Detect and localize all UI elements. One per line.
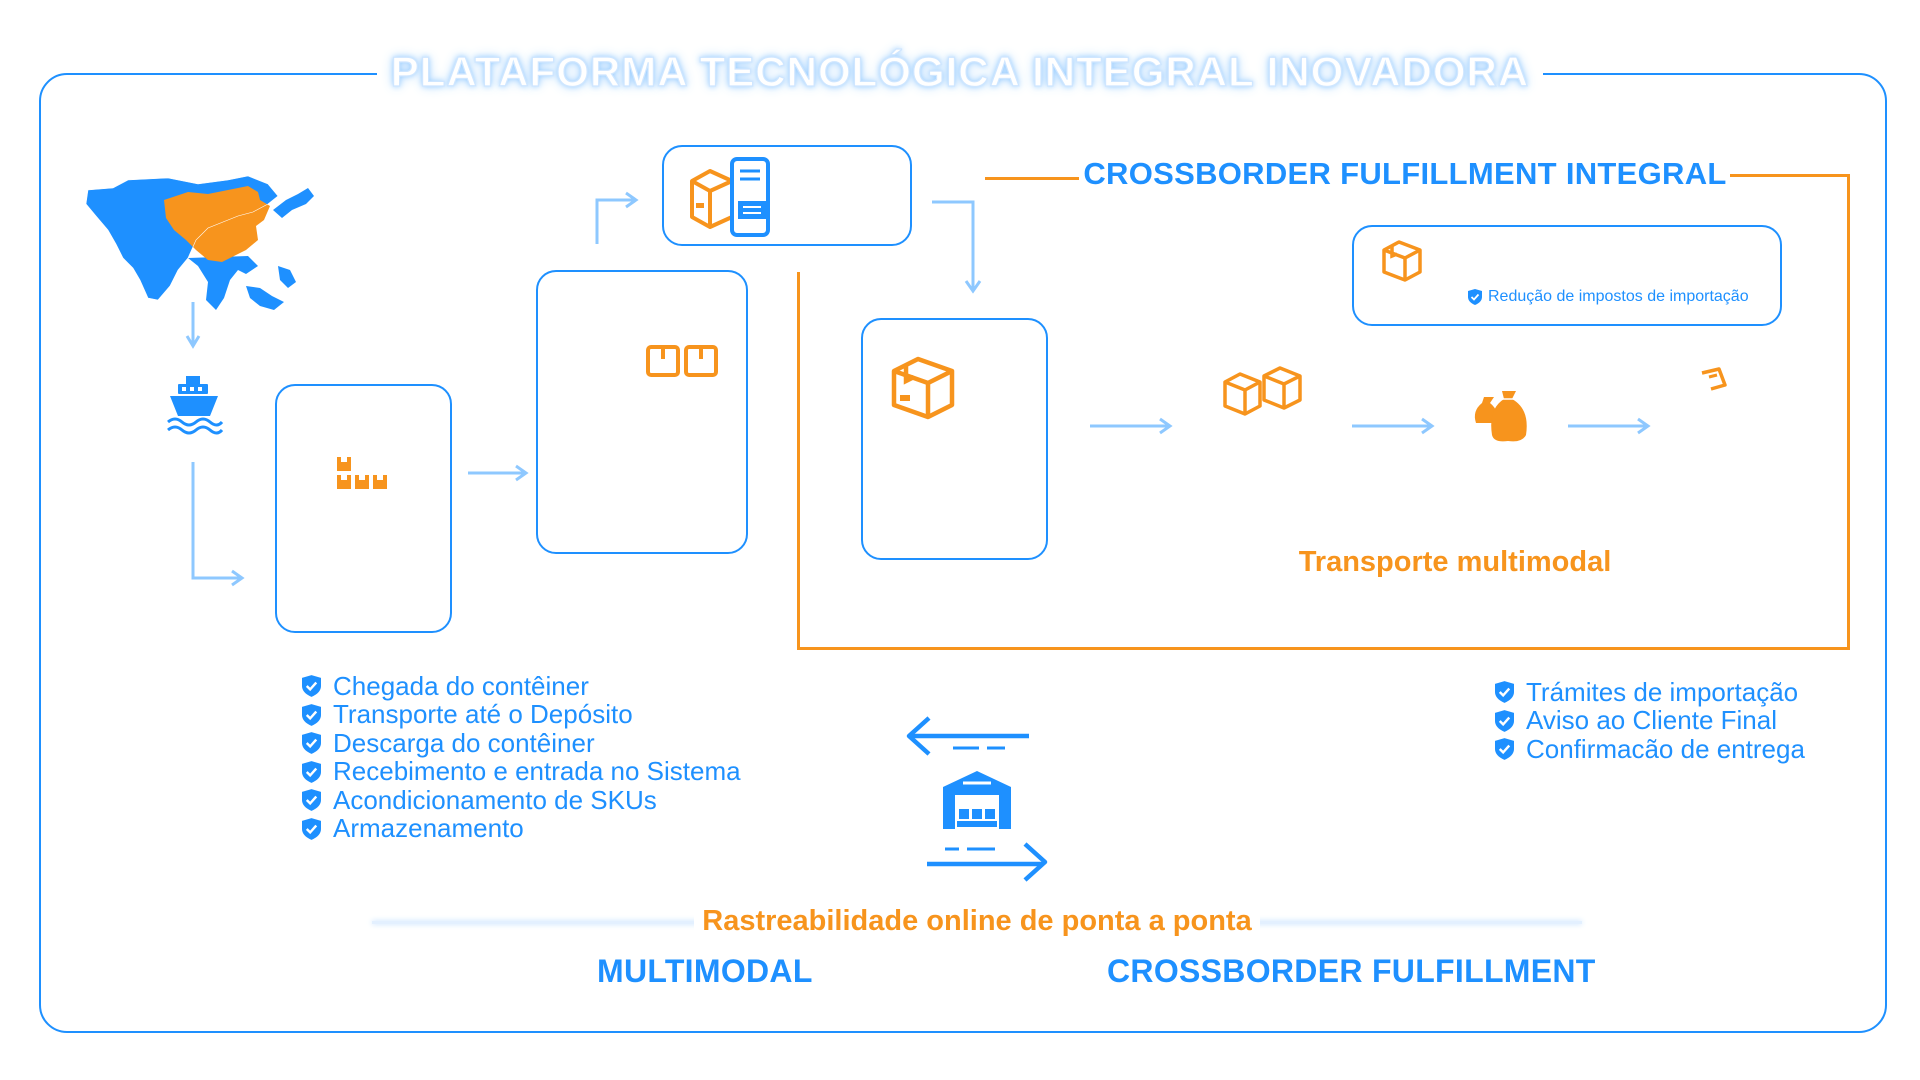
shield-check-icon [1495,681,1514,704]
orange-frame-left [797,272,800,650]
checklist-item: Trámites de importação [1495,677,1805,707]
arrow-transport-2 [1352,417,1435,435]
orange-frame-right [1847,174,1850,650]
arrow-box2-to-top [595,191,639,244]
money-bags-icon [1474,391,1527,442]
arrow-top-to-box3 [932,200,982,294]
crossborder-title: CROSSBORDER FULFILLMENT INTEGRAL [1080,156,1730,192]
shield-check-icon [302,817,321,840]
arrow-transport-1 [1090,417,1173,435]
checklist-item: Transporte até o Depósito [302,699,741,729]
left-checklist: Chegada do contêiner Transporte até o De… [302,671,741,843]
checklist-item: Armazenamento [302,813,741,843]
stage-box-fulfillment [861,318,1048,560]
shield-check-icon [1468,289,1482,305]
stacked-boxes-icon [1223,366,1302,416]
arrow-ship-to-box [191,462,245,587]
right-checklist: Trámites de importação Aviso ao Cliente … [1495,677,1805,764]
multimodal-tag: MULTIMODAL [597,953,813,989]
arrow-transport-3 [1568,417,1651,435]
box-phone-icon [690,157,770,237]
arrow-box1-to-box2 [468,464,529,482]
tax-reduction-note: Redução de impostos de importação [1468,288,1749,306]
checklist-item: Descarga do contêiner [302,728,741,758]
box-icon [1382,240,1422,282]
orange-frame-top-left [985,177,1079,180]
checklist-item: Confirmacão de entrega [1495,734,1805,764]
checklist-item: Aviso ao Cliente Final [1495,705,1805,735]
crossborder-fulfillment-tag: CROSSBORDER FULFILLMENT [1107,953,1596,989]
arrow-down-1 [185,302,201,349]
transport-label: Transporte multimodal [1298,546,1612,578]
checklist-item: Acondicionamento de SKUs [302,785,741,815]
pallet-boxes-icon [337,457,387,489]
two-boxes-icon [646,345,718,377]
arrow-right-icon [927,842,1048,882]
large-box-icon [891,356,955,420]
ship-icon [167,376,224,435]
checklist-item: Recebimento e entrada no Sistema [302,756,741,786]
shield-check-icon [302,760,321,783]
orange-frame-bottom [797,647,1850,650]
tax-reduction-box [1352,225,1782,326]
orange-frame-top-right [1722,174,1850,177]
warehouse-icon [943,771,1011,829]
checklist-item: Chegada do contêiner [302,671,741,701]
shield-check-icon [1495,738,1514,761]
tracking-title: Rastreabilidade online de ponta a ponta [372,902,1582,942]
stage-box-warehouse [536,270,748,554]
shield-check-icon [302,732,321,755]
stage-box-arrival [275,384,452,633]
tag-icon [1701,367,1727,391]
asia-map-icon [85,175,314,310]
shield-check-icon [302,703,321,726]
shield-check-icon [302,789,321,812]
arrow-left-icon [906,716,1029,756]
stage-box-ordering [662,145,912,246]
shield-check-icon [302,675,321,698]
shield-check-icon [1495,709,1514,732]
